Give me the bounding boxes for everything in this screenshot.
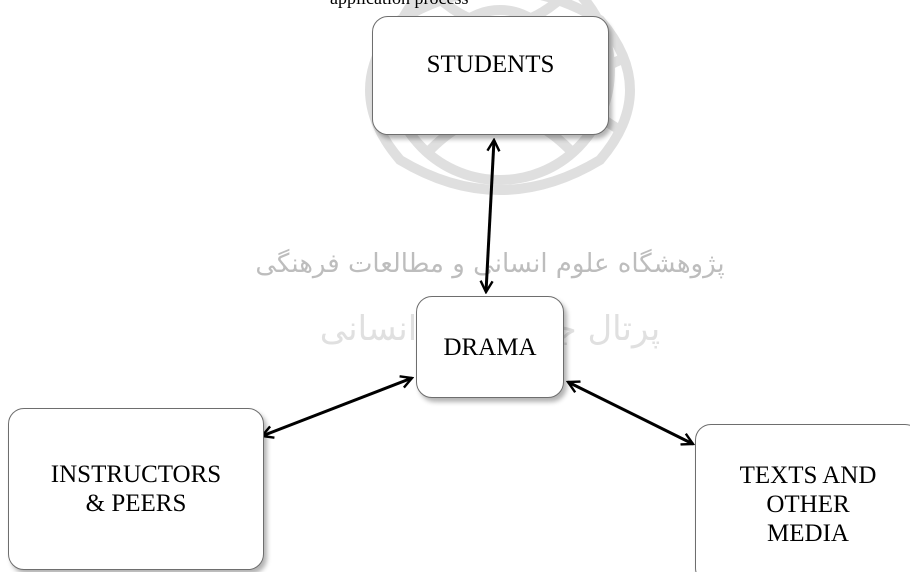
node-instructors-label-line2: & PEERS: [85, 490, 187, 517]
node-drama-label: DRAMA: [443, 333, 537, 361]
node-instructors-label-line1: INSTRUCTORS: [50, 461, 222, 488]
arrow-drama-students: [486, 140, 494, 292]
node-texts-label-line3: MEDIA: [767, 519, 849, 547]
node-texts-other-media: TEXTS AND OTHER MEDIA: [695, 424, 910, 572]
node-students: STUDENTS: [372, 16, 609, 135]
node-students-label: STUDENTS: [426, 51, 555, 78]
arrow-drama-texts: [568, 382, 693, 444]
node-texts-label-line2: OTHER: [766, 490, 850, 518]
node-instructors-peers: INSTRUCTORS & PEERS: [8, 408, 264, 570]
node-texts-label-line1: TEXTS AND: [739, 461, 877, 489]
top-caption: application process: [330, 0, 650, 8]
node-drama: DRAMA: [416, 296, 564, 398]
arrow-drama-instructors: [262, 378, 412, 436]
